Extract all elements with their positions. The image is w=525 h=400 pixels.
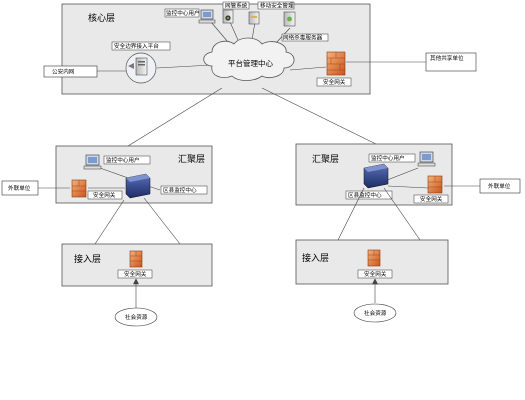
switch-icon (125, 173, 151, 199)
right-access-gateway-tag (357, 269, 393, 279)
left-social-link (133, 278, 139, 308)
firewall-icon (367, 249, 381, 267)
core-links (156, 21, 327, 71)
right-monitor-user-label: 监控中心用户 (371, 154, 405, 162)
left-aggregation-title: 汇聚层 (178, 154, 205, 165)
other-units-label: 其他共享单位 (430, 54, 464, 62)
left-access-title: 接入层 (74, 253, 101, 265)
right-external-label: 外联单位 (488, 182, 511, 190)
left-aggregation-layer: 汇聚层 监控中心用户 区县监控中心 安全网关 (55, 145, 213, 204)
core-mobile-label: 移动安全管理 (260, 2, 294, 10)
left-external-label: 外联单位 (8, 184, 31, 192)
server-icon (283, 11, 296, 27)
pc-icon (417, 151, 436, 167)
right-center-label: 区县监控中心 (348, 191, 382, 199)
right-gateway-tag (413, 194, 449, 204)
core-layer-title: 核心层 (88, 12, 115, 24)
core-gateway-label: 安全网关 (323, 78, 346, 86)
core-external-links (97, 61, 426, 72)
firewall-icon (427, 175, 443, 194)
right-aggregation-title: 汇聚层 (312, 154, 339, 165)
left-gateway-label: 安全网关 (93, 191, 116, 199)
left-social-node (114, 307, 158, 327)
core-layer: 核心层 平台管理中心 监控中心用户 网管系 (61, 1, 371, 95)
core-antivirus-label: 网络杀毒服务器 (283, 34, 323, 42)
core-monitor-user-label: 监控中心用户 (166, 9, 200, 17)
right-monitor-user-tag (368, 153, 416, 163)
platform-label: 平台管理中心 (228, 58, 273, 68)
right-social-link (372, 278, 378, 303)
pc-icon (83, 154, 102, 170)
downlinks (94, 187, 421, 245)
platform-cloud: 平台管理中心 (203, 37, 295, 81)
right-access-title: 接入层 (302, 252, 329, 264)
left-access-gateway-tag (117, 269, 153, 279)
right-social-node (353, 303, 397, 323)
right-center-tag (345, 190, 393, 200)
server-icon (222, 9, 234, 24)
left-access-gateway-label: 安全网关 (124, 270, 147, 278)
core-ops-tag (222, 1, 250, 10)
right-social-label: 社会资源 (364, 309, 387, 317)
core-monitor-user-tag (164, 8, 200, 18)
left-center-label: 区县监控中心 (163, 186, 197, 194)
server-icon (248, 11, 260, 25)
right-access-layer: 接入层 安全网关 (295, 239, 449, 285)
firewall-icon (71, 179, 87, 198)
right-gateway-label: 安全网关 (420, 195, 443, 203)
right-access-gateway-label: 安全网关 (364, 270, 387, 278)
left-monitor-user-label: 监控中心用户 (106, 156, 140, 164)
firewall-icon (129, 250, 143, 268)
server-icon (125, 52, 157, 84)
public-net-tag (43, 65, 98, 78)
left-gateway-tag (87, 190, 123, 200)
public-net-label: 公安内网 (52, 68, 75, 76)
left-social-label: 社会资源 (125, 313, 148, 321)
left-external-tag (1, 180, 39, 196)
left-access-layer: 接入层 安全网关 (61, 243, 213, 287)
right-aggregation-layer: 汇聚层 监控中心用户 区县监控中心 安全网关 (295, 143, 453, 206)
core-mobile-tag (257, 1, 295, 10)
core-ops-label: 网管系统 (225, 2, 248, 10)
other-units-tag (425, 52, 477, 72)
core-border-label: 安全边界接入平台 (114, 42, 159, 50)
core-gateway-tag (316, 77, 352, 87)
firewall-icon (326, 51, 346, 76)
switch-icon (363, 163, 389, 189)
left-center-tag (160, 185, 208, 195)
core-antivirus-tag (281, 33, 329, 42)
left-monitor-user-tag (103, 155, 151, 165)
uplinks (127, 87, 381, 147)
core-border-tag (111, 41, 171, 51)
pc-icon (198, 9, 216, 24)
right-external-tag (479, 178, 521, 194)
